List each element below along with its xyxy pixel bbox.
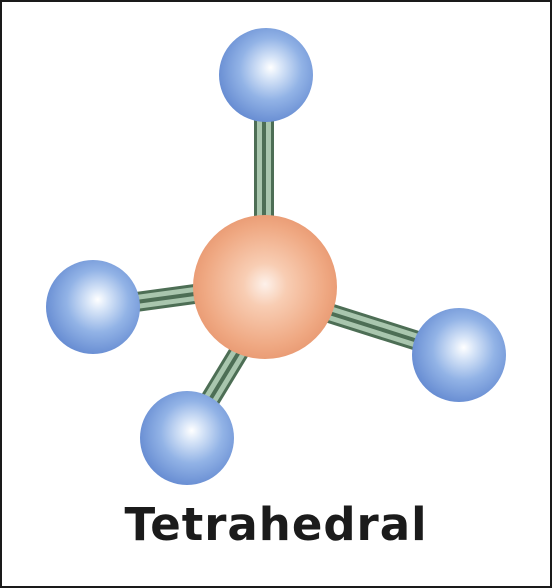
outer-atom-bottom [140,391,234,485]
outer-atom-left [46,260,140,354]
bond-left [134,283,204,312]
bond-right [322,302,428,353]
outer-atom-right [412,308,506,402]
central-atom [193,215,337,359]
diagram-caption: Tetrahedral [124,498,428,551]
outer-atom-top [219,28,313,122]
